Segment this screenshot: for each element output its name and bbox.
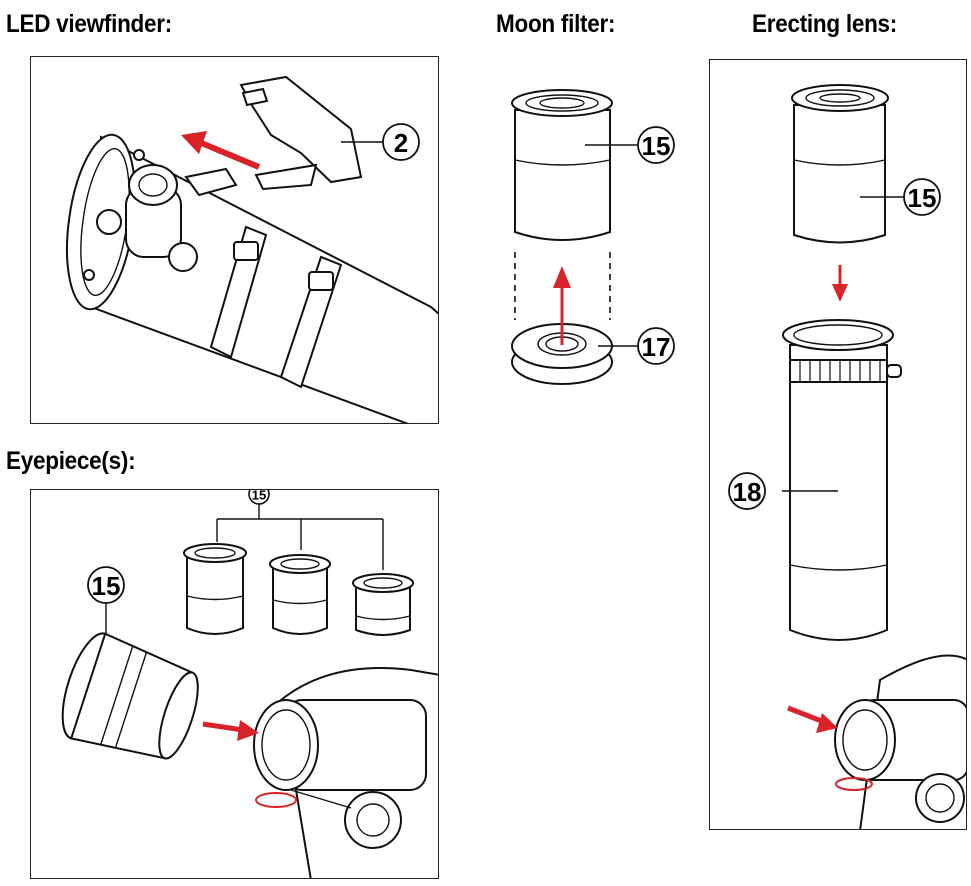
led-viewfinder-illustration: 2: [66, 75, 438, 423]
erecting-lens-illustration: 15 18: [728, 84, 966, 829]
callout-15-erecting-label: 15: [908, 183, 937, 213]
callout-15-moon: [637, 126, 675, 164]
moon-filter-title: Moon filter:: [496, 10, 616, 38]
eyepieces-title: Eyepiece(s):: [6, 447, 136, 475]
callout-15-single-label: 15: [92, 571, 121, 601]
callout-2-label: 2: [394, 128, 408, 158]
insert-arrow: [197, 139, 261, 170]
callout-15-moon-label: 15: [642, 131, 671, 161]
callout-18-label: 18: [733, 477, 762, 507]
callout-17: [637, 327, 675, 365]
callout-15-group-label: 15: [252, 489, 266, 503]
led-viewfinder-panel: 2: [30, 56, 439, 424]
callout-18: [728, 472, 766, 510]
erecting-lens-title: Erecting lens:: [752, 10, 898, 38]
eyepieces-illustration: 15 15: [61, 489, 438, 878]
callout-17-label: 17: [642, 332, 671, 362]
erecting-lens-panel: 15 18: [709, 59, 967, 830]
led-viewfinder-title: LED viewfinder:: [6, 10, 172, 38]
callout-2: [382, 123, 420, 161]
eyepieces-panel: 15 15: [30, 489, 439, 879]
callout-15-erecting: [903, 178, 941, 216]
